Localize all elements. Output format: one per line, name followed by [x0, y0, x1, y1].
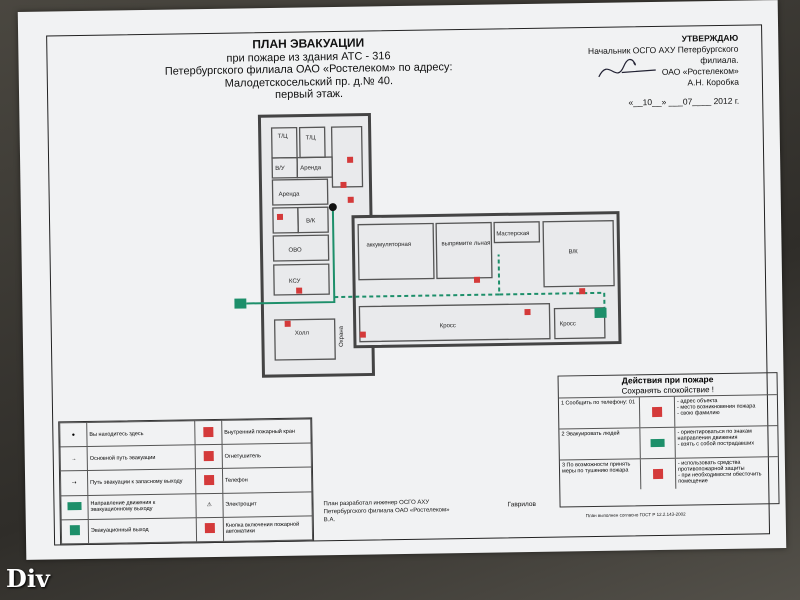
label-akk: аккумуляторная: [366, 242, 411, 249]
fire-actions-box: Действия при пожаре Сохранять спокойстви…: [557, 372, 780, 508]
extinguisher-icon: [524, 308, 531, 316]
label-master: Мастерская: [496, 231, 529, 238]
fire-button-icon: [196, 517, 224, 542]
label-tc1: Т/Ц: [278, 134, 288, 140]
label-ksu: КСУ: [289, 279, 301, 285]
electric-panel-icon: ⚠: [195, 492, 224, 518]
legend-label: Огнетушитель: [221, 443, 312, 469]
label-ovo: ОВО: [288, 248, 302, 254]
label-arenda2: Аренда: [279, 192, 301, 198]
signature: [598, 58, 656, 78]
action-row: 2 Эвакуировать людей - ориентироваться п…: [559, 426, 778, 461]
room-arenda2: [271, 178, 329, 206]
title-line-5: первый этаж.: [274, 87, 344, 101]
reserve-evac-route-2: [499, 291, 606, 308]
legend-label: Электрощит: [222, 491, 313, 518]
watermark: Div: [6, 564, 50, 593]
legend-label: Направление движения к эвакуационному вы…: [87, 493, 197, 520]
room-holl: [273, 318, 336, 361]
legend-label: Внутренний пожарный кран: [221, 418, 312, 445]
room-kross2: [553, 307, 606, 340]
legend-label: Телефон: [222, 467, 312, 493]
phone-icon: [276, 213, 284, 220]
phone-icon: [639, 396, 676, 428]
legend-row: Эвакуационный выход Кнопка включения пож…: [61, 515, 313, 544]
exit-sign-icon: [640, 427, 676, 459]
action-step: 2 Эвакуировать людей: [559, 428, 641, 460]
hydrant-icon: [194, 420, 222, 445]
plan-title: ПЛАН ЭВАКУАЦИИ при пожаре из здания АТС …: [88, 34, 529, 104]
extinguisher-icon: [473, 276, 481, 283]
you-are-here-marker: [328, 203, 337, 212]
legend-label: Эвакуационный выход: [88, 517, 197, 544]
title-line-4: Малодетскосельский пр. д.№ 40.: [224, 74, 394, 90]
legend-label: Вы находитесь здесь: [86, 420, 195, 447]
extinguisher-icon: [340, 181, 347, 188]
extinguisher-icon: [194, 444, 223, 470]
phone-icon: [195, 468, 223, 494]
label-arenda1: Аренда: [300, 165, 322, 171]
room-vk2: [542, 220, 615, 288]
label-tc2: Т/Ц: [306, 135, 316, 141]
developer-name: Гаврилов: [507, 500, 537, 509]
label-vu: В/У: [275, 166, 285, 172]
legend-label: Основной путь эвакуации: [87, 444, 196, 471]
label-kross1: Кросс: [440, 323, 456, 329]
fire-button-icon: [579, 288, 586, 295]
room-vypr: [435, 221, 493, 280]
label-vk1: В/К: [306, 218, 316, 224]
action-step: 3 По возможности принять меры по тушению…: [559, 459, 642, 491]
exit-icon: [61, 519, 89, 544]
exit-sign-east: [594, 307, 607, 318]
action-row: 3 По возможности принять меры по тушению…: [559, 457, 778, 491]
legend-label: Путь эвакуации к запасному выходу: [87, 469, 196, 496]
direction-sign-icon: [60, 495, 89, 520]
extinguisher-icon: [347, 196, 354, 203]
room-akk: [357, 222, 435, 281]
action-step: 1 Сообщить по телефону: 01: [558, 397, 641, 429]
solid-arrow-icon: →: [60, 446, 88, 472]
action-detail: - адрес объекта - место возникновения по…: [676, 398, 756, 417]
room-vk1: [297, 206, 329, 234]
east-wing: [351, 211, 622, 349]
action-detail: - ориентироваться по знакам направления …: [677, 428, 755, 448]
label-kross2: Кросс: [560, 321, 576, 327]
room-ovo: [272, 234, 330, 262]
extinguisher-icon: [296, 287, 303, 294]
label-vypr: выпрямите льная: [441, 241, 490, 248]
action-row: 1 Сообщить по телефону: 01 - адрес объек…: [558, 395, 778, 430]
room-ksu: [273, 263, 330, 296]
room-master: [493, 221, 541, 244]
label-ohrana: Охрана: [339, 325, 345, 347]
fire-hydrant-icon: [347, 156, 354, 163]
legend-label: Кнопка включения пожарной автоматики: [223, 515, 313, 542]
legend: ● Вы находитесь здесь Внутренний пожарны…: [58, 417, 315, 546]
extinguisher-icon: [640, 458, 677, 490]
dashed-arrow-icon: ⇢: [60, 470, 88, 496]
developer-note: План разработал инженер ОСГО АХУ Петербу…: [323, 498, 449, 524]
stairs: [330, 125, 364, 188]
title-line-1: ПЛАН ЭВАКУАЦИИ: [252, 35, 365, 52]
evacuation-plan-sheet: ПЛАН ЭВАКУАЦИИ при пожаре из здания АТС …: [17, 0, 787, 560]
actions-title: Действия при пожаре: [621, 374, 714, 386]
exit-sign-west: [234, 298, 247, 309]
extinguisher-icon: [359, 331, 366, 338]
you-are-here-icon: ●: [59, 422, 88, 448]
label-vk2: В/К: [569, 249, 579, 255]
label-holl: Холл: [295, 330, 310, 336]
action-detail: - использовать средства противопожарной …: [677, 459, 762, 485]
actions-subtitle: Сохранять спокойствие !: [621, 385, 715, 396]
room-kross1: [358, 303, 551, 343]
extinguisher-icon: [284, 320, 291, 327]
main-evac-route: [246, 207, 336, 305]
floor-plan: Т/Ц Т/Ц В/У Аренда Аренда В/К ОВО КСУ Хо…: [234, 112, 622, 378]
